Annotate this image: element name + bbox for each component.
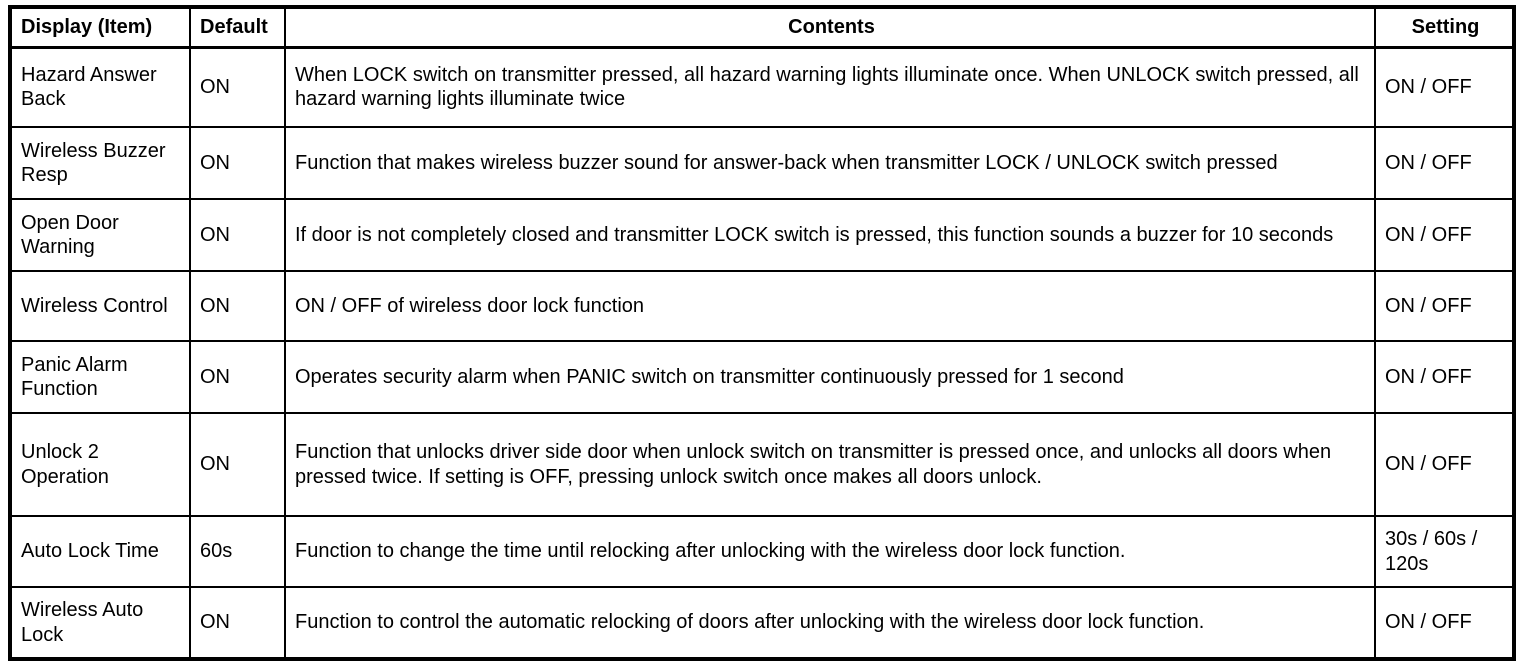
table-body: Hazard Answer Back ON When LOCK switch o… [9,46,1515,660]
cell-setting: ON / OFF [1374,126,1515,200]
cell-default: ON [189,46,286,128]
cell-contents: Function that makes wireless buzzer soun… [284,126,1376,200]
header-row: Display (Item) Default Contents Setting [9,6,1515,49]
cell-default: ON [189,412,286,517]
cell-default: ON [189,586,286,660]
table-row: Wireless Control ON ON / OFF of wireless… [9,270,1515,342]
cell-display: Open Door Warning [9,198,191,272]
cell-contents: ON / OFF of wireless door lock function [284,270,1376,342]
cell-contents: Operates security alarm when PANIC switc… [284,340,1376,414]
cell-display: Unlock 2 Operation [9,412,191,517]
cell-setting: ON / OFF [1374,198,1515,272]
header-display-item: Display (Item) [9,6,191,49]
cell-contents: When LOCK switch on transmitter pressed,… [284,46,1376,128]
cell-default: ON [189,270,286,342]
cell-setting: ON / OFF [1374,46,1515,128]
cell-display: Panic Alarm Function [9,340,191,414]
cell-display: Wireless Buzzer Resp [9,126,191,200]
cell-display: Hazard Answer Back [9,46,191,128]
table-row: Unlock 2 Operation ON Function that unlo… [9,412,1515,517]
cell-default: ON [189,126,286,200]
table-row: Panic Alarm Function ON Operates securit… [9,340,1515,414]
table-row: Wireless Auto Lock ON Function to contro… [9,586,1515,660]
cell-setting: ON / OFF [1374,412,1515,517]
wireless-settings-table: Display (Item) Default Contents Setting … [8,5,1516,661]
table-row: Wireless Buzzer Resp ON Function that ma… [9,126,1515,200]
cell-setting: ON / OFF [1374,340,1515,414]
cell-default: ON [189,198,286,272]
header-setting: Setting [1374,6,1515,49]
cell-setting: 30s / 60s / 120s [1374,515,1515,588]
header-default: Default [189,6,286,49]
cell-display: Wireless Control [9,270,191,342]
cell-contents: If door is not completely closed and tra… [284,198,1376,272]
cell-contents: Function to control the automatic relock… [284,586,1376,660]
table-row: Auto Lock Time 60s Function to change th… [9,515,1515,588]
cell-setting: ON / OFF [1374,586,1515,660]
table-row: Open Door Warning ON If door is not comp… [9,198,1515,272]
header-contents: Contents [284,6,1376,49]
cell-default: 60s [189,515,286,588]
cell-setting: ON / OFF [1374,270,1515,342]
cell-display: Auto Lock Time [9,515,191,588]
table-row: Hazard Answer Back ON When LOCK switch o… [9,46,1515,128]
table-header: Display (Item) Default Contents Setting [9,6,1515,49]
cell-contents: Function that unlocks driver side door w… [284,412,1376,517]
cell-default: ON [189,340,286,414]
cell-display: Wireless Auto Lock [9,586,191,660]
cell-contents: Function to change the time until relock… [284,515,1376,588]
